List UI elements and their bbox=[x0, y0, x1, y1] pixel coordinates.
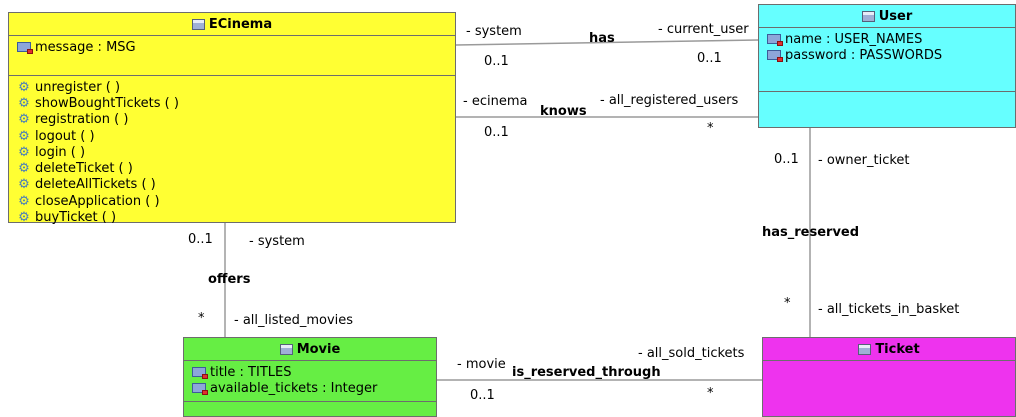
operation-label: registration ( ) bbox=[35, 112, 129, 128]
ticket-class[interactable]: Ticket bbox=[762, 337, 1016, 417]
is-reserved-through-role-a: - movie bbox=[457, 357, 506, 372]
attribute-icon bbox=[767, 34, 783, 47]
knows-role-b: - all_registered_users bbox=[600, 93, 739, 108]
user-class-header[interactable]: User bbox=[759, 5, 1015, 28]
has-reserved-role-a: - owner_ticket bbox=[818, 153, 910, 168]
operation-icon: ⚙ bbox=[18, 128, 30, 144]
offers-role-a: - system bbox=[249, 234, 305, 249]
attribute-row[interactable]: title : TITLES bbox=[192, 364, 432, 380]
operation-icon: ⚙ bbox=[18, 144, 30, 160]
operation-label: deleteAllTickets ( ) bbox=[35, 177, 156, 193]
has-mult-a: 0..1 bbox=[484, 54, 509, 69]
attribute-row[interactable]: name : USER_NAMES bbox=[767, 31, 1011, 47]
attribute-label: available_tickets : Integer bbox=[210, 380, 378, 396]
is-reserved-through-association-name: is_reserved_through bbox=[512, 365, 661, 380]
has-reserved-association-name: has_reserved bbox=[762, 225, 860, 240]
operation-label: logout ( ) bbox=[35, 128, 95, 144]
movie-attributes: title : TITLES available_tickets : Integ… bbox=[184, 361, 436, 402]
operation-row[interactable]: ⚙ showBoughtTickets ( ) bbox=[17, 95, 451, 111]
attribute-row[interactable]: password : PASSWORDS bbox=[767, 47, 1011, 63]
is-reserved-through-role-b: - all_sold_tickets bbox=[638, 346, 745, 361]
operation-icon: ⚙ bbox=[18, 79, 30, 95]
is-reserved-through-mult-b: * bbox=[707, 386, 714, 401]
operation-icon: ⚙ bbox=[18, 177, 30, 193]
ticket-class-name: Ticket bbox=[875, 341, 920, 357]
ecinema-attributes: message : MSG bbox=[9, 36, 455, 76]
attribute-icon bbox=[192, 383, 208, 396]
has-reserved-mult-a: 0..1 bbox=[774, 152, 799, 167]
attribute-icon bbox=[767, 50, 783, 63]
movie-class[interactable]: Movie title : TITLES available_tickets :… bbox=[183, 337, 437, 417]
knows-mult-b: * bbox=[707, 121, 714, 136]
class-icon bbox=[279, 343, 293, 355]
has-role-b: - current_user bbox=[658, 22, 749, 37]
ecinema-class-name: ECinema bbox=[208, 16, 273, 32]
attribute-label: name : USER_NAMES bbox=[785, 31, 923, 47]
attribute-icon bbox=[17, 42, 33, 55]
operation-icon: ⚙ bbox=[18, 193, 30, 209]
operation-row[interactable]: ⚙ login ( ) bbox=[17, 144, 451, 160]
attribute-label: title : TITLES bbox=[210, 364, 292, 380]
operation-label: buyTicket ( ) bbox=[35, 210, 117, 226]
knows-mult-a: 0..1 bbox=[484, 125, 509, 140]
operation-row[interactable]: ⚙ registration ( ) bbox=[17, 112, 451, 128]
operation-row[interactable]: ⚙ logout ( ) bbox=[17, 128, 451, 144]
operation-icon: ⚙ bbox=[18, 210, 30, 226]
operation-icon: ⚙ bbox=[18, 112, 30, 128]
user-attributes: name : USER_NAMES password : PASSWORDS bbox=[759, 28, 1015, 92]
offers-association-name: offers bbox=[208, 272, 251, 287]
ecinema-operations: ⚙ unregister ( ) ⚙ showBoughtTickets ( ) ⚙… bbox=[9, 76, 455, 228]
ticket-class-header[interactable]: Ticket bbox=[763, 338, 1015, 361]
operation-row[interactable]: ⚙ closeApplication ( ) bbox=[17, 193, 451, 209]
operation-row[interactable]: ⚙ buyTicket ( ) bbox=[17, 209, 451, 225]
operation-label: deleteTicket ( ) bbox=[35, 161, 133, 177]
movie-class-name: Movie bbox=[296, 341, 341, 357]
user-class[interactable]: User name : USER_NAMES password : PASSWO… bbox=[758, 4, 1016, 128]
is-reserved-through-mult-a: 0..1 bbox=[470, 388, 495, 403]
has-reserved-role-b: - all_tickets_in_basket bbox=[818, 302, 960, 317]
attribute-label: password : PASSWORDS bbox=[785, 47, 943, 63]
operation-label: login ( ) bbox=[35, 144, 86, 160]
attribute-label: message : MSG bbox=[35, 39, 136, 55]
knows-role-a: - ecinema bbox=[463, 94, 528, 109]
operation-label: closeApplication ( ) bbox=[35, 193, 160, 209]
knows-association-name: knows bbox=[540, 104, 587, 119]
has-role-a: - system bbox=[466, 24, 522, 39]
operation-row[interactable]: ⚙ deleteTicket ( ) bbox=[17, 160, 451, 176]
offers-role-b: - all_listed_movies bbox=[234, 313, 354, 328]
operation-icon: ⚙ bbox=[18, 95, 30, 111]
operation-label: showBoughtTickets ( ) bbox=[35, 95, 179, 111]
has-association-name: has bbox=[589, 31, 615, 46]
ecinema-class-header[interactable]: ECinema bbox=[9, 13, 455, 36]
user-class-name: User bbox=[878, 8, 913, 24]
has-reserved-mult-b: * bbox=[784, 296, 791, 311]
operation-row[interactable]: ⚙ unregister ( ) bbox=[17, 79, 451, 95]
class-icon bbox=[861, 10, 875, 22]
has-mult-b: 0..1 bbox=[697, 51, 722, 66]
ecinema-class[interactable]: ECinema message : MSG ⚙ unregister ( ) ⚙ s… bbox=[8, 12, 456, 225]
movie-class-header[interactable]: Movie bbox=[184, 338, 436, 361]
class-icon bbox=[858, 343, 872, 355]
operation-icon: ⚙ bbox=[18, 161, 30, 177]
attribute-icon bbox=[192, 367, 208, 380]
has-association-line[interactable] bbox=[455, 39, 759, 46]
operation-label: unregister ( ) bbox=[35, 79, 121, 95]
offers-mult-a: 0..1 bbox=[188, 232, 213, 247]
attribute-row[interactable]: available_tickets : Integer bbox=[192, 380, 432, 396]
offers-mult-b: * bbox=[198, 311, 205, 326]
class-icon bbox=[191, 18, 205, 30]
attribute-row[interactable]: message : MSG bbox=[17, 39, 451, 55]
operation-row[interactable]: ⚙ deleteAllTickets ( ) bbox=[17, 177, 451, 193]
